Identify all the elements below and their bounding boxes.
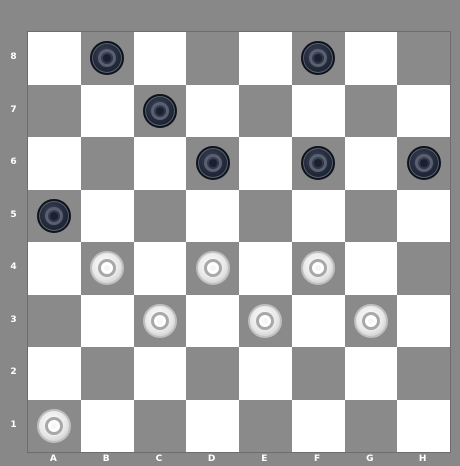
black-checker-piece[interactable] xyxy=(301,41,335,75)
square-f1[interactable] xyxy=(292,400,345,453)
square-e4[interactable] xyxy=(239,242,292,295)
white-checker-piece[interactable] xyxy=(143,304,177,338)
square-h8[interactable] xyxy=(397,32,450,85)
square-b7[interactable] xyxy=(81,85,134,138)
square-b6[interactable] xyxy=(81,137,134,190)
square-e6[interactable] xyxy=(239,137,292,190)
square-d1[interactable] xyxy=(186,400,239,453)
file-label: D xyxy=(185,452,238,466)
rank-label: 8 xyxy=(0,31,27,84)
square-g5[interactable] xyxy=(345,190,398,243)
rank-label: 6 xyxy=(0,136,27,189)
square-f8[interactable] xyxy=(292,32,345,85)
white-checker-piece[interactable] xyxy=(354,304,388,338)
white-checker-piece[interactable] xyxy=(196,251,230,285)
square-e5[interactable] xyxy=(239,190,292,243)
file-label: B xyxy=(80,452,133,466)
square-c8[interactable] xyxy=(134,32,187,85)
square-f5[interactable] xyxy=(292,190,345,243)
square-f7[interactable] xyxy=(292,85,345,138)
file-label: C xyxy=(133,452,186,466)
file-label: H xyxy=(396,452,449,466)
square-f6[interactable] xyxy=(292,137,345,190)
square-a4[interactable] xyxy=(28,242,81,295)
square-d2[interactable] xyxy=(186,347,239,400)
rank-label: 2 xyxy=(0,346,27,399)
black-checker-piece[interactable] xyxy=(37,199,71,233)
black-checker-piece[interactable] xyxy=(143,94,177,128)
file-label: G xyxy=(344,452,397,466)
square-e8[interactable] xyxy=(239,32,292,85)
white-checker-piece[interactable] xyxy=(248,304,282,338)
file-label: A xyxy=(27,452,80,466)
square-e7[interactable] xyxy=(239,85,292,138)
square-g2[interactable] xyxy=(345,347,398,400)
square-g1[interactable] xyxy=(345,400,398,453)
square-b1[interactable] xyxy=(81,400,134,453)
square-h2[interactable] xyxy=(397,347,450,400)
square-g7[interactable] xyxy=(345,85,398,138)
rank-label: 4 xyxy=(0,241,27,294)
square-g4[interactable] xyxy=(345,242,398,295)
square-d8[interactable] xyxy=(186,32,239,85)
file-label: F xyxy=(291,452,344,466)
square-h6[interactable] xyxy=(397,137,450,190)
checkers-board[interactable] xyxy=(27,31,451,453)
square-d7[interactable] xyxy=(186,85,239,138)
black-checker-piece[interactable] xyxy=(196,146,230,180)
square-f2[interactable] xyxy=(292,347,345,400)
rank-label: 3 xyxy=(0,294,27,347)
square-a8[interactable] xyxy=(28,32,81,85)
square-e1[interactable] xyxy=(239,400,292,453)
square-c1[interactable] xyxy=(134,400,187,453)
square-c2[interactable] xyxy=(134,347,187,400)
square-b8[interactable] xyxy=(81,32,134,85)
white-checker-piece[interactable] xyxy=(37,409,71,443)
square-a3[interactable] xyxy=(28,295,81,348)
square-c7[interactable] xyxy=(134,85,187,138)
square-a2[interactable] xyxy=(28,347,81,400)
square-d5[interactable] xyxy=(186,190,239,243)
square-f4[interactable] xyxy=(292,242,345,295)
square-h7[interactable] xyxy=(397,85,450,138)
white-checker-piece[interactable] xyxy=(301,251,335,285)
square-g6[interactable] xyxy=(345,137,398,190)
square-b3[interactable] xyxy=(81,295,134,348)
square-b5[interactable] xyxy=(81,190,134,243)
rank-label: 1 xyxy=(0,399,27,452)
square-c4[interactable] xyxy=(134,242,187,295)
square-h1[interactable] xyxy=(397,400,450,453)
square-c5[interactable] xyxy=(134,190,187,243)
square-b4[interactable] xyxy=(81,242,134,295)
square-h3[interactable] xyxy=(397,295,450,348)
file-label: E xyxy=(238,452,291,466)
square-c3[interactable] xyxy=(134,295,187,348)
square-g3[interactable] xyxy=(345,295,398,348)
square-a1[interactable] xyxy=(28,400,81,453)
square-a6[interactable] xyxy=(28,137,81,190)
square-f3[interactable] xyxy=(292,295,345,348)
rank-label: 7 xyxy=(0,84,27,137)
white-checker-piece[interactable] xyxy=(90,251,124,285)
square-a7[interactable] xyxy=(28,85,81,138)
square-d3[interactable] xyxy=(186,295,239,348)
square-e2[interactable] xyxy=(239,347,292,400)
rank-label: 5 xyxy=(0,189,27,242)
square-g8[interactable] xyxy=(345,32,398,85)
square-a5[interactable] xyxy=(28,190,81,243)
square-h5[interactable] xyxy=(397,190,450,243)
square-d6[interactable] xyxy=(186,137,239,190)
square-c6[interactable] xyxy=(134,137,187,190)
square-d4[interactable] xyxy=(186,242,239,295)
square-h4[interactable] xyxy=(397,242,450,295)
black-checker-piece[interactable] xyxy=(301,146,335,180)
black-checker-piece[interactable] xyxy=(90,41,124,75)
square-b2[interactable] xyxy=(81,347,134,400)
square-e3[interactable] xyxy=(239,295,292,348)
black-checker-piece[interactable] xyxy=(407,146,441,180)
